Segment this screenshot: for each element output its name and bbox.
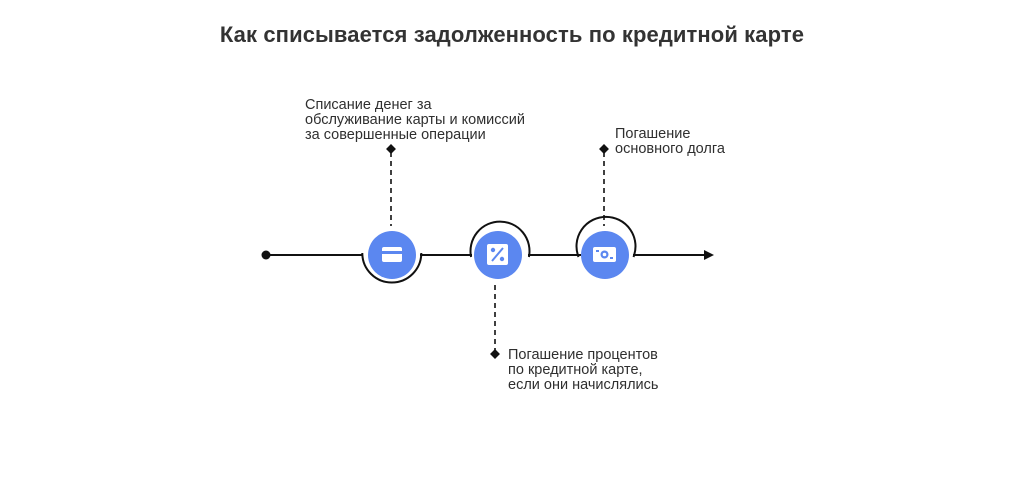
step-label-fees: Списание денег за обслуживание карты и к… bbox=[305, 98, 525, 143]
label-line: за совершенные операции bbox=[305, 127, 486, 143]
node-arc bbox=[575, 215, 637, 258]
timeline-arrowhead bbox=[704, 250, 714, 260]
percent-icon bbox=[487, 244, 508, 265]
label-line: если они начислялись bbox=[508, 377, 659, 393]
step-label-interest: Погашение процентов по кредитной карте, … bbox=[508, 348, 658, 393]
label-line: по кредитной карте, bbox=[508, 362, 643, 378]
diamond-marker bbox=[386, 144, 396, 154]
label-line: Списание денег за bbox=[305, 97, 432, 113]
label-line: обслуживание карты и комиссий bbox=[305, 112, 525, 128]
diagram-title: Как списывается задолженность по кредитн… bbox=[219, 22, 805, 47]
label-line: Погашение процентов bbox=[508, 347, 658, 363]
step-label-principal: Погашение основного долга bbox=[615, 127, 725, 157]
diamond-marker bbox=[599, 144, 609, 154]
diamond-marker bbox=[490, 349, 500, 359]
label-line: Погашение bbox=[615, 126, 691, 142]
money-bill-icon bbox=[593, 247, 616, 262]
node-arc bbox=[469, 220, 531, 258]
label-line: основного долга bbox=[615, 141, 725, 157]
credit-card-icon bbox=[382, 247, 402, 262]
node-arc bbox=[361, 252, 423, 284]
